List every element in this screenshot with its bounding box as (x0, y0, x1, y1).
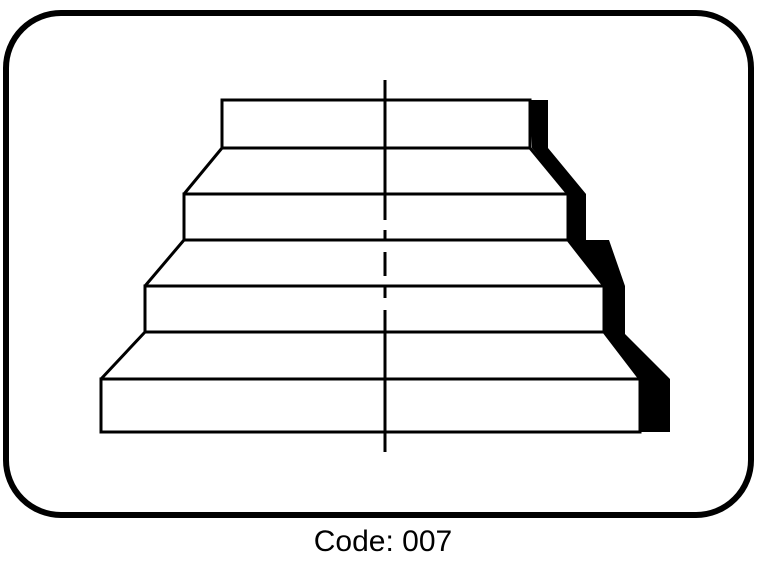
code-caption: Code: 007 (313, 525, 453, 558)
tread-2-left-edge (143, 239, 186, 287)
step-bottom-face (99, 377, 642, 434)
stairs-shadow (530, 100, 670, 432)
tread-1-right-edge (528, 147, 570, 195)
sign-frame (3, 10, 754, 518)
stepped-pyramid-stairs-icon (99, 80, 670, 452)
step-2-face (182, 192, 570, 242)
step-3-face (143, 284, 606, 334)
step-top-face (220, 98, 532, 150)
tread-3-left-edge (99, 330, 147, 381)
tread-1-left-edge (182, 147, 224, 195)
tread-3-right-edge (602, 331, 642, 380)
tread-2-right-edge (566, 239, 606, 287)
